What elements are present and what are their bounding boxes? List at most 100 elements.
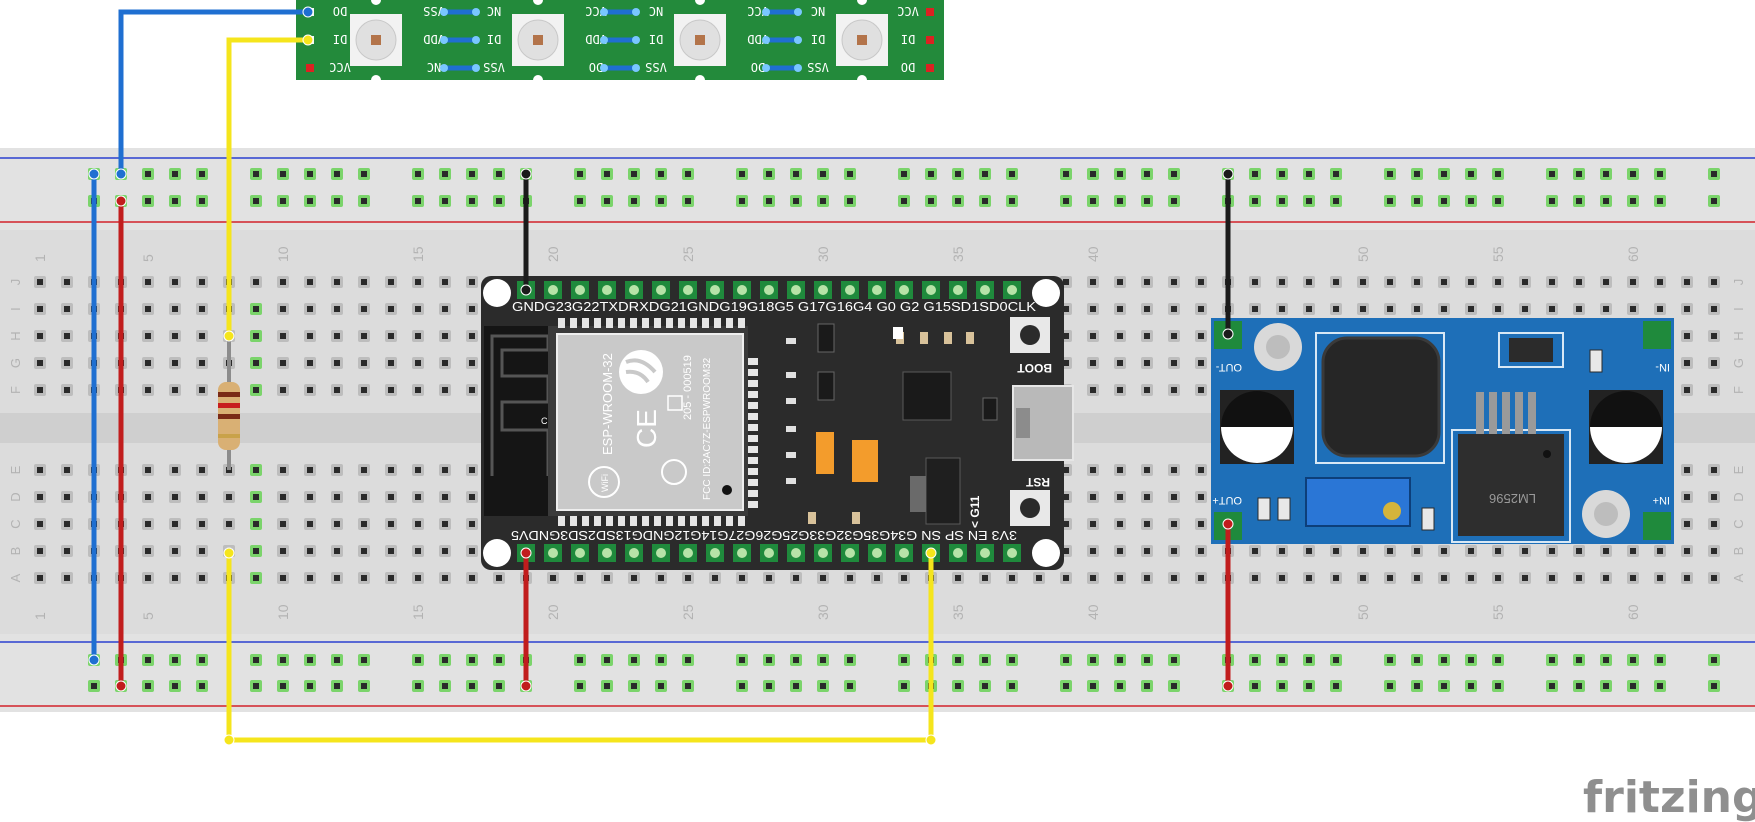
breadboard-hole-center [307, 360, 313, 366]
column-label: 60 [1625, 604, 1641, 620]
wire-endpoint[interactable] [302, 34, 314, 46]
breadboard-hole-center [1198, 521, 1204, 527]
module-pad [748, 358, 758, 365]
trim-potentiometer-screw[interactable] [1383, 502, 1401, 520]
rail-hole-center [1171, 198, 1177, 204]
module-pad [678, 318, 685, 328]
breadboard-hole-center [64, 467, 70, 473]
wire-endpoint[interactable] [520, 284, 532, 296]
esp32-module-code: 205 - 000519 [682, 355, 694, 420]
breadboard-hole-center [172, 306, 178, 312]
breadboard-hole-center [388, 494, 394, 500]
rail-hole-center [1441, 657, 1447, 663]
column-label: 35 [950, 604, 966, 620]
column-label: 55 [1490, 604, 1506, 620]
wire-endpoint[interactable] [520, 168, 532, 180]
rail-hole-center [631, 171, 637, 177]
rail-hole-center [1252, 198, 1258, 204]
rail-hole-center [604, 657, 610, 663]
wire-endpoint[interactable] [115, 168, 127, 180]
breadboard-hole-center [307, 521, 313, 527]
breadboard-hole-center [1657, 306, 1663, 312]
wire-endpoint[interactable] [223, 547, 235, 559]
wire-endpoint[interactable] [925, 734, 937, 746]
led-strip-notch [857, 0, 867, 5]
wire-endpoint[interactable] [88, 168, 100, 180]
rail-hole-center [415, 683, 421, 689]
rail-hole-center [1144, 683, 1150, 689]
column-label: 40 [1085, 604, 1101, 620]
breadboard-hole-center [226, 521, 232, 527]
wire-endpoint[interactable] [1222, 518, 1234, 530]
wire-endpoint[interactable] [223, 734, 235, 746]
rail-hole-center [1009, 683, 1015, 689]
esp32-pin-hole [629, 548, 639, 558]
wire-endpoint[interactable] [88, 654, 100, 666]
breadboard-hole-center [199, 306, 205, 312]
breadboard-hole-center [388, 333, 394, 339]
breadboard-hole-center [172, 360, 178, 366]
boot-button-cap[interactable] [1020, 325, 1040, 345]
breadboard-hole-center [199, 548, 205, 554]
breadboard-hole-center [1036, 575, 1042, 581]
fcc-logo-icon [661, 459, 687, 485]
breadboard-hole-center [1252, 575, 1258, 581]
wire-endpoint[interactable] [115, 195, 127, 207]
rail-hole-center [1279, 171, 1285, 177]
esp32-regulator-tab [910, 476, 926, 512]
column-label: 50 [1355, 246, 1371, 262]
breadboard-hole-center [145, 494, 151, 500]
breadboard-hole-center [955, 575, 961, 581]
column-label: 15 [410, 604, 426, 620]
wire-endpoint[interactable] [520, 680, 532, 692]
breadboard-hole-center [37, 521, 43, 527]
rail-hole-center [496, 657, 502, 663]
rail-hole-center [631, 683, 637, 689]
r-mark-icon [667, 395, 683, 411]
wire-endpoint[interactable] [1222, 328, 1234, 340]
breadboard-hole-center [1144, 360, 1150, 366]
wire-endpoint[interactable] [115, 680, 127, 692]
breadboard-hole-center [1684, 575, 1690, 581]
wire-endpoint[interactable] [1222, 168, 1234, 180]
rail-hole-center [766, 198, 772, 204]
led-strip-pin-label: NC [427, 60, 441, 74]
breadboard-hole-center [1144, 306, 1150, 312]
rail-hole-center [1711, 171, 1717, 177]
rail-hole-center [1306, 198, 1312, 204]
rail-hole-center [496, 683, 502, 689]
wire-endpoint[interactable] [925, 547, 937, 559]
rail-hole-center [1441, 683, 1447, 689]
breadboard-hole-center [334, 306, 340, 312]
rail-hole-center [334, 171, 340, 177]
breadboard-hole-center [631, 575, 637, 581]
esp32-pin-hole [818, 285, 828, 295]
resistor-band-1 [218, 392, 240, 397]
rail-hole-center [91, 683, 97, 689]
breadboard-hole-center [712, 575, 718, 581]
rail-hole-center [307, 198, 313, 204]
led-strip-pin-pad [926, 64, 934, 72]
rail-hole-center [1549, 683, 1555, 689]
esp32-module-pads [558, 318, 758, 526]
wire-endpoint[interactable] [520, 547, 532, 559]
breadboard-hole-center [1711, 494, 1717, 500]
breadboard-hole-center [1549, 279, 1555, 285]
breadboard-hole-center [1117, 548, 1123, 554]
wire-endpoint[interactable] [223, 330, 235, 342]
module-pad [748, 380, 758, 387]
rail-hole-center [739, 198, 745, 204]
rst-button-cap[interactable] [1020, 498, 1040, 518]
wire-endpoint[interactable] [1222, 680, 1234, 692]
breadboard-hole-center [253, 306, 259, 312]
breadboard-hole-center [1144, 548, 1150, 554]
breadboard-hole-center [1279, 575, 1285, 581]
breadboard-hole-center [469, 494, 475, 500]
wire-endpoint[interactable] [302, 6, 314, 18]
rail-hole-center [1576, 171, 1582, 177]
breadboard-hole-center [1549, 306, 1555, 312]
rail-hole-center [901, 171, 907, 177]
breadboard-hole-center [1171, 306, 1177, 312]
column-label: 20 [545, 604, 561, 620]
rail-hole-center [1252, 657, 1258, 663]
